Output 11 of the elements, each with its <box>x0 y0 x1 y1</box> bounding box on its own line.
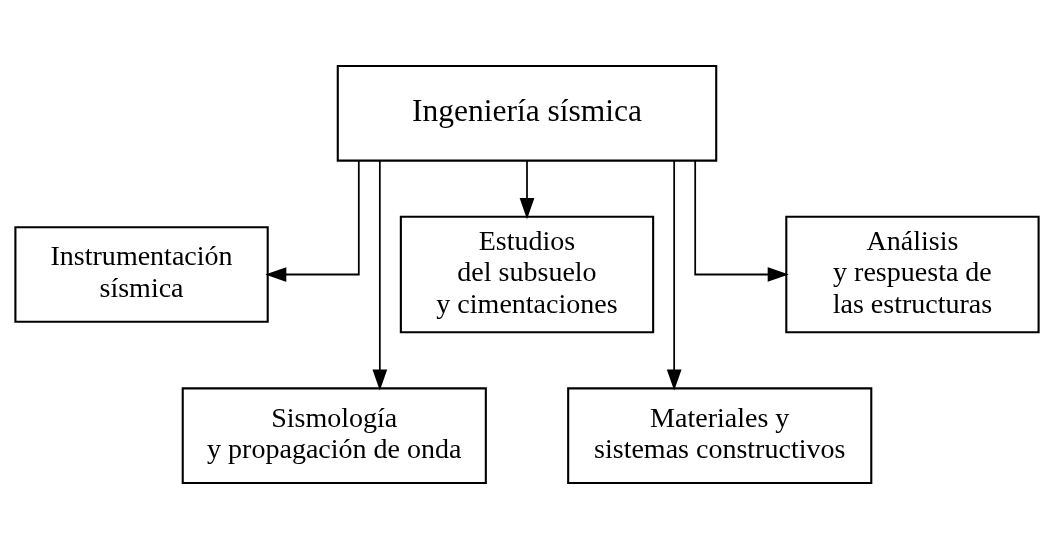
arrow <box>666 159 682 391</box>
arrow <box>519 159 535 219</box>
node-box: Instrumentación sísmica <box>14 225 269 323</box>
arrow <box>372 159 388 391</box>
node-box: Materiales y sistemas constructivos <box>567 386 873 484</box>
arrow <box>265 159 360 282</box>
node-box: Sismología y propagación de onda <box>181 386 487 484</box>
node-box: Ingeniería sísmica <box>336 64 718 162</box>
arrow <box>694 159 789 282</box>
node-box: Análisis y respuesta de las estructuras <box>785 215 1040 333</box>
node-box: Estudios del subsuelo y cimentaciones <box>399 215 655 333</box>
